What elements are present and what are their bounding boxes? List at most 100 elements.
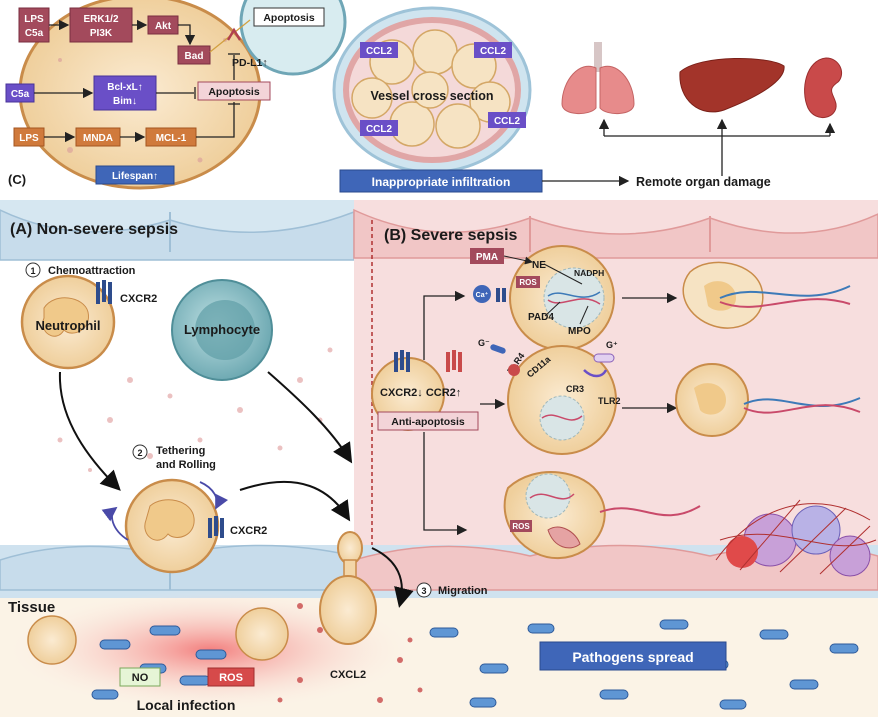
panel-a-title: (A) Non-severe sepsis xyxy=(10,221,178,238)
cxcr2-label-bottom: CXCR2 xyxy=(230,525,267,537)
rolling-neutrophil xyxy=(124,478,220,574)
svg-text:NO: NO xyxy=(132,672,149,684)
node-mnda: MNDA xyxy=(75,127,121,147)
vessel-cross-section: Vessel cross section CCL2 CCL2 CCL2 CCL2 xyxy=(332,6,532,174)
svg-text:ROS: ROS xyxy=(519,278,537,287)
pdl1-receptor-icon xyxy=(226,27,242,41)
pad4-label: PAD4 xyxy=(528,312,554,323)
svg-text:CCL2: CCL2 xyxy=(366,46,393,57)
bacterium-icon xyxy=(490,344,506,354)
node-apoptosis-mid: Apoptosis xyxy=(197,81,271,101)
svg-text:ROS: ROS xyxy=(219,672,243,684)
net-release-cell xyxy=(682,261,851,329)
node-erk-pi3k: ERK1/2 PI3K xyxy=(69,7,133,43)
rolling-arrow xyxy=(101,506,129,541)
svg-text:Neutrophil: Neutrophil xyxy=(36,318,101,333)
node-bcl-bim: Bcl-xL↑ Bim↓ xyxy=(93,75,157,111)
g-plus-label: G⁺ xyxy=(606,340,618,350)
svg-text:ERK1/2: ERK1/2 xyxy=(83,14,118,25)
node-lifespan: Lifespan↑ xyxy=(95,165,175,185)
node-c5a: C5a xyxy=(5,83,35,103)
cxcr2-receptor-icon xyxy=(208,516,224,538)
tissue-area xyxy=(0,590,878,717)
path-arrow xyxy=(267,371,353,464)
rolling-arrow xyxy=(199,481,229,510)
path-arrow xyxy=(239,481,351,522)
svg-text:Apoptosis: Apoptosis xyxy=(263,12,314,24)
nadph-label: NADPH xyxy=(574,268,604,278)
svg-text:Bad: Bad xyxy=(185,51,204,62)
kidney-icon xyxy=(804,57,842,118)
ccl2-badge: CCL2 xyxy=(360,42,398,58)
gram-positive-bacterium-icon xyxy=(593,353,615,363)
cxcr2-ccr2-label: CXCR2↓ CCR2↑ xyxy=(380,387,461,399)
immunothrombosis-icon xyxy=(715,499,877,577)
svg-text:CCL2: CCL2 xyxy=(494,116,521,127)
node-mcl1: MCL-1 xyxy=(145,127,197,147)
svg-text:Apoptosis: Apoptosis xyxy=(208,86,259,98)
cxcl2-label: CXCL2 xyxy=(330,669,366,681)
svg-text:C5a: C5a xyxy=(25,28,44,39)
ros-badge: ROS xyxy=(516,276,540,288)
g-minus-label: G⁻ xyxy=(478,338,490,348)
pma-badge: PMA xyxy=(470,248,504,264)
chemokine-dots xyxy=(57,347,333,472)
svg-text:LPS: LPS xyxy=(19,133,39,144)
svg-text:and Rolling: and Rolling xyxy=(156,459,216,471)
svg-text:Bcl-xL↑: Bcl-xL↑ xyxy=(107,82,143,93)
node-bad: Bad xyxy=(177,45,211,65)
node-lps-c5a: LPS C5a xyxy=(18,7,50,43)
ccl2-badge: CCL2 xyxy=(474,42,512,58)
migration-arrow xyxy=(371,547,414,608)
svg-text:MCL-1: MCL-1 xyxy=(156,133,187,144)
svg-text:Migration: Migration xyxy=(438,585,488,597)
svg-text:Lymphocyte: Lymphocyte xyxy=(184,322,260,337)
severe-vessel-wall-top xyxy=(353,208,878,259)
ros-badge: ROS xyxy=(510,520,532,532)
calcium-icon: Ca⁺ xyxy=(473,285,491,303)
svg-text:Anti-apoptosis: Anti-apoptosis xyxy=(391,416,465,428)
ros-tissue-badge: ROS xyxy=(207,667,255,687)
svg-text:CCL2: CCL2 xyxy=(480,46,507,57)
panel-b-title: (B) Severe sepsis xyxy=(384,227,518,244)
lungs-icon xyxy=(561,42,635,114)
svg-text:Chemoattraction: Chemoattraction xyxy=(48,265,136,277)
step-2: 2 Tethering and Rolling xyxy=(132,444,216,471)
ccl2-badge: CCL2 xyxy=(488,112,526,128)
svg-text:PMA: PMA xyxy=(476,252,498,263)
panel-c-label: (C) xyxy=(8,172,26,187)
svg-text:Inappropriate infiltration: Inappropriate infiltration xyxy=(372,175,511,189)
svg-text:Akt: Akt xyxy=(155,21,172,32)
tlr2-label: TLR2 xyxy=(598,396,621,406)
lymphocyte-cell: Lymphocyte xyxy=(171,279,273,381)
tissue-label: Tissue xyxy=(8,599,55,616)
migrating-neutrophil xyxy=(319,531,377,645)
svg-text:Bim↓: Bim↓ xyxy=(113,96,137,107)
cxcr2-receptor-icon xyxy=(96,280,112,304)
svg-text:3: 3 xyxy=(421,586,426,596)
ne-label: NE xyxy=(532,260,546,271)
pdl1-label: PD-L1↑ xyxy=(232,57,268,69)
step-3: 3 Migration xyxy=(416,582,488,598)
step-1: 1 Chemoattraction xyxy=(25,262,136,278)
svg-text:Lifespan↑: Lifespan↑ xyxy=(112,171,158,182)
vessel-title: Vessel cross section xyxy=(371,89,494,103)
svg-text:CCL2: CCL2 xyxy=(366,124,393,135)
neutrophil-cell: Neutrophil xyxy=(20,274,116,370)
remote-organ-damage: Remote organ damage xyxy=(636,175,771,189)
no-badge: NO xyxy=(119,667,161,687)
degranulating-cell xyxy=(503,471,701,560)
svg-text:ROS: ROS xyxy=(512,522,530,531)
svg-text:Tethering: Tethering xyxy=(156,445,205,457)
svg-text:C5a: C5a xyxy=(11,89,30,100)
svg-text:1: 1 xyxy=(30,266,35,276)
receptor-complex-icon xyxy=(508,364,520,376)
cxcr2-label-top: CXCR2 xyxy=(120,293,157,305)
pathogens-spread-box: Pathogens spread xyxy=(539,641,727,671)
node-apoptosis-top: Apoptosis xyxy=(253,7,325,27)
mpo-label: MPO xyxy=(568,326,591,337)
svg-text:MNDA: MNDA xyxy=(83,133,113,144)
node-lps: LPS xyxy=(13,127,45,147)
svg-text:LPS: LPS xyxy=(24,14,44,25)
